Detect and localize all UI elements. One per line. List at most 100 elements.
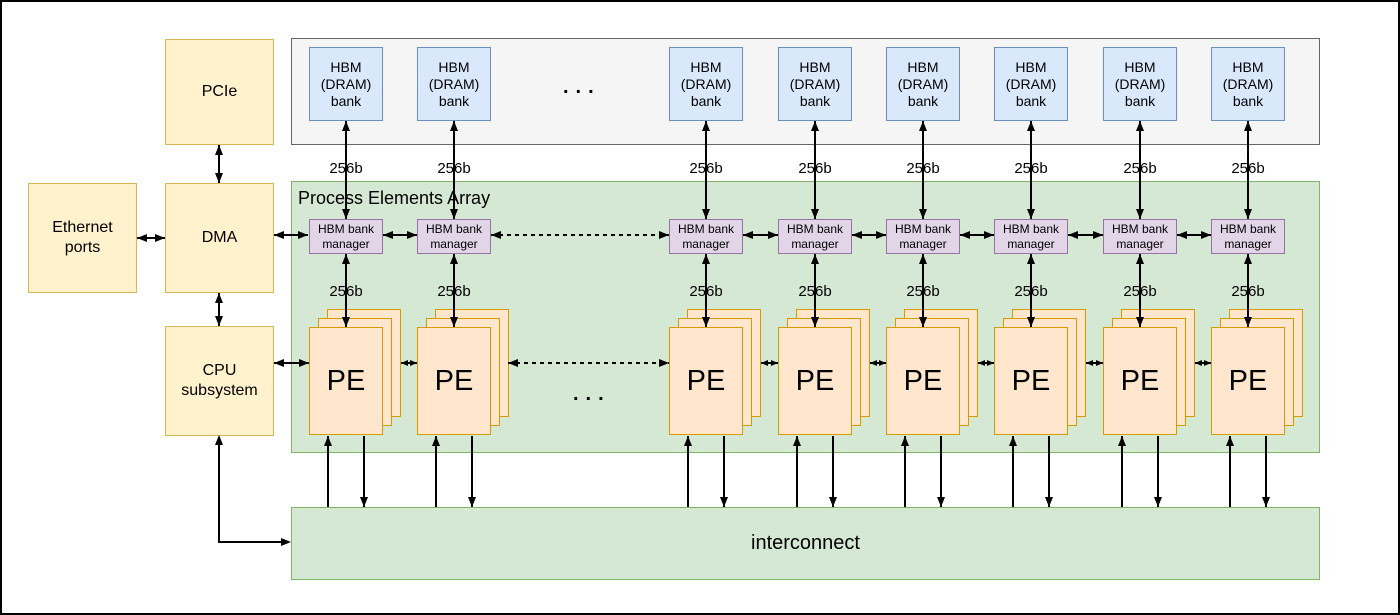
bus-width-label: 256b	[689, 283, 723, 300]
pe-card: PE	[309, 327, 383, 435]
arrow-pe-to-interconnect-6	[1045, 436, 1053, 507]
hbm-bank-block: HBM (DRAM) bank	[309, 47, 383, 121]
arrow-manager-pe-5	[919, 254, 927, 327]
hbm-bank-manager-block: HBM bank manager	[417, 219, 491, 254]
bus-width-label: 256b	[689, 160, 723, 177]
arrow-dma-cpu	[215, 293, 223, 326]
pe-card: PE	[994, 327, 1068, 435]
arrow-bank-manager-7	[1136, 121, 1144, 219]
cpu-subsystem-block: CPU subsystem	[165, 326, 274, 436]
hbm-bank-manager-block: HBM bank manager	[778, 219, 852, 254]
arrow-pe-to-interconnect-4	[829, 436, 837, 507]
bus-width-label: 256b	[906, 160, 940, 177]
arrow-interconnect-to-pe-2	[432, 436, 440, 507]
arrow-bank-manager-3	[702, 121, 710, 219]
hbm-bank-block: HBM (DRAM) bank	[1103, 47, 1177, 121]
bus-width-label: 256b	[798, 160, 832, 177]
hbm-bank-manager-block: HBM bank manager	[994, 219, 1068, 254]
bus-width-label: 256b	[437, 283, 471, 300]
arrow-manager6-manager7	[1068, 231, 1103, 239]
line-segment	[218, 541, 282, 543]
pe-label: PE	[1120, 364, 1160, 397]
pe-stack: PE	[669, 309, 761, 435]
bus-width-label: 256b	[906, 283, 940, 300]
arrow-pe7-pe8	[1195, 359, 1211, 367]
arrow-bank-manager-2	[450, 121, 458, 219]
arrow-manager-pe-7	[1136, 254, 1144, 327]
bus-width-label: 256b	[1123, 283, 1157, 300]
arrow-manager4-manager5	[852, 231, 886, 239]
arrow-pe-to-interconnect-3	[720, 436, 728, 507]
bus-width-label: 256b	[437, 160, 471, 177]
bus-width-label: 256b	[1231, 160, 1265, 177]
arrowhead-right	[281, 538, 291, 546]
arrow-manager-pe-4	[811, 254, 819, 327]
bus-width-label: 256b	[329, 160, 363, 177]
arrow-manager-pe-6	[1027, 254, 1035, 327]
arrow-pe-to-interconnect-1	[360, 436, 368, 507]
arrow-pe-to-interconnect-8	[1262, 436, 1270, 507]
arrow-bank-manager-8	[1244, 121, 1252, 219]
pcie-block: PCIe	[165, 39, 274, 145]
arrow-manager-pe-3	[702, 254, 710, 327]
pe-label: PE	[1011, 364, 1051, 397]
hbm-bank-manager-block: HBM bank manager	[886, 219, 960, 254]
arrow-manager2-manager3-dashed	[491, 231, 669, 239]
bus-width-label: 256b	[1231, 283, 1265, 300]
arrow-pe3-pe4	[761, 359, 778, 367]
arrow-pe-to-interconnect-2	[468, 436, 476, 507]
pe-card: PE	[1103, 327, 1177, 435]
hbm-bank-manager-block: HBM bank manager	[309, 219, 383, 254]
hbm-bank-block: HBM (DRAM) bank	[417, 47, 491, 121]
bus-width-label: 256b	[1014, 160, 1048, 177]
bus-width-label: 256b	[798, 283, 832, 300]
ellipsis-pes: ...	[573, 383, 611, 405]
pe-stack: PE	[778, 309, 870, 435]
pe-stack: PE	[886, 309, 978, 435]
hbm-bank-manager-block: HBM bank manager	[669, 219, 743, 254]
hbm-bank-block: HBM (DRAM) bank	[994, 47, 1068, 121]
pe-stack: PE	[994, 309, 1086, 435]
pe-label: PE	[903, 364, 943, 397]
interconnect-block: interconnect	[291, 507, 1320, 580]
arrow-manager-pe-2	[450, 254, 458, 327]
arrow-ethernet-dma	[137, 234, 165, 242]
arrow-bank-manager-5	[919, 121, 927, 219]
dma-block: DMA	[165, 183, 274, 293]
hbm-bank-block: HBM (DRAM) bank	[1211, 47, 1285, 121]
pe-label: PE	[326, 364, 366, 397]
arrow-interconnect-to-pe-3	[684, 436, 692, 507]
hbm-bank-block: HBM (DRAM) bank	[886, 47, 960, 121]
arrow-manager5-manager6	[960, 231, 994, 239]
arrow-pe4-pe5	[870, 359, 886, 367]
arrow-interconnect-to-pe-8	[1226, 436, 1234, 507]
arrow-manager1-manager2	[383, 231, 417, 239]
arrow-interconnect-to-pe-6	[1009, 436, 1017, 507]
pe-card: PE	[669, 327, 743, 435]
pe-stack: PE	[1211, 309, 1303, 435]
arrow-interconnect-to-pe-1	[324, 436, 332, 507]
arrowhead-up	[215, 435, 223, 445]
arrow-bank-manager-6	[1027, 121, 1035, 219]
pe-stack: PE	[1103, 309, 1195, 435]
arrow-dma-manager1	[274, 231, 308, 239]
arrow-pe6-pe7	[1086, 359, 1103, 367]
bus-width-label: 256b	[1014, 283, 1048, 300]
arrow-interconnect-to-pe-4	[793, 436, 801, 507]
arrow-bank-manager-1	[342, 121, 350, 219]
arrow-pcie-dma	[215, 145, 223, 183]
hbm-bank-manager-block: HBM bank manager	[1103, 219, 1177, 254]
arrow-pe-to-interconnect-5	[937, 436, 945, 507]
line-segment	[218, 443, 220, 543]
arrow-manager-pe-8	[1244, 254, 1252, 327]
pe-label: PE	[434, 364, 474, 397]
bus-width-label: 256b	[329, 283, 363, 300]
pe-label: PE	[1228, 364, 1268, 397]
ellipsis-banks: ...	[563, 76, 601, 98]
arrow-cpu-pe1	[274, 359, 309, 367]
arrow-pe-to-interconnect-7	[1154, 436, 1162, 507]
ethernet-ports-block: Ethernet ports	[28, 183, 137, 293]
pe-card: PE	[417, 327, 491, 435]
arrow-interconnect-to-pe-5	[901, 436, 909, 507]
